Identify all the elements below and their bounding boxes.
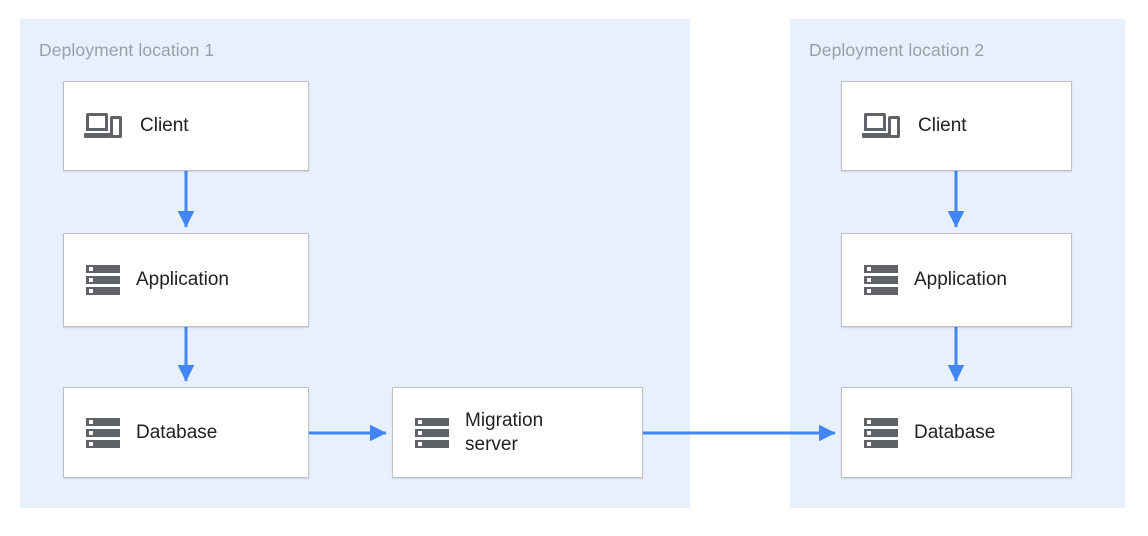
server-icon (864, 417, 898, 448)
deployment-zone-2-label: Deployment location 2 (809, 40, 985, 60)
node-application-2-label: Application (914, 269, 1007, 290)
node-client-1[interactable]: Client (63, 81, 309, 171)
node-client-1-label: Client (140, 115, 189, 136)
node-database-2[interactable]: Database (841, 387, 1072, 478)
node-migration-server-label-line2: server (465, 433, 518, 455)
server-icon (864, 265, 898, 295)
server-icon (415, 417, 449, 448)
client-devices-icon (862, 111, 902, 141)
server-icon (86, 265, 120, 295)
node-application-2[interactable]: Application (841, 233, 1072, 327)
client-devices-icon (84, 111, 124, 141)
node-database-1-label: Database (136, 421, 218, 443)
node-application-1-label: Application (136, 269, 229, 290)
deployment-zone-1-label: Deployment location 1 (39, 40, 215, 60)
node-client-2[interactable]: Client (841, 81, 1072, 171)
node-migration-server-label-line1: Migration (465, 409, 544, 431)
node-database-2-label: Database (914, 421, 996, 443)
node-migration-server-label: Migration server (465, 409, 642, 457)
node-application-1[interactable]: Application (63, 233, 309, 327)
node-migration-server[interactable]: Migration server (392, 387, 643, 478)
server-icon (86, 417, 120, 448)
node-database-1[interactable]: Database (63, 387, 309, 478)
node-client-2-label: Client (918, 115, 967, 136)
